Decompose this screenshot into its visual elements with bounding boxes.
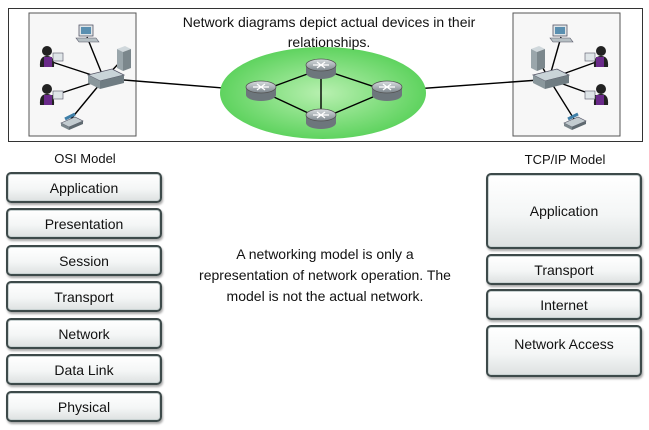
user-icon (39, 46, 64, 67)
osi-layer-session[interactable]: Session (6, 245, 162, 276)
switch-icon (531, 68, 571, 89)
tcpip-layer-transport[interactable]: Transport (486, 254, 642, 285)
osi-layer-network[interactable]: Network (6, 318, 162, 349)
tcpip-layer-internet[interactable]: Internet (486, 289, 642, 320)
osi-model-title: OSI Model (54, 151, 116, 166)
user-icon (584, 84, 609, 105)
osi-layer-data-link[interactable]: Data Link (6, 354, 162, 385)
osi-layer-application[interactable]: Application (6, 172, 162, 203)
ip-phone-icon (60, 112, 84, 130)
network-diagram (28, 12, 621, 139)
user-icon (584, 46, 609, 67)
osi-layer-physical[interactable]: Physical (6, 391, 162, 422)
server-icon (531, 46, 545, 71)
switch-icon (86, 68, 126, 89)
router-icon (245, 80, 277, 101)
osi-layer-transport[interactable]: Transport (6, 281, 162, 312)
tcpip-layer-network-access[interactable]: Network Access (486, 325, 642, 377)
router-icon (305, 108, 337, 129)
network-diagram-panel: Network diagrams depict actual devices i… (8, 8, 643, 142)
diagram-caption: Network diagrams depict actual devices i… (182, 14, 476, 50)
user-icon (39, 84, 64, 105)
pc-icon (549, 24, 574, 43)
router-icon (371, 80, 403, 101)
osi-layer-presentation[interactable]: Presentation (6, 208, 162, 239)
tcpip-model-title: TCP/IP Model (524, 152, 606, 167)
model-note: A networking model is only a representat… (199, 246, 451, 304)
pc-icon (75, 24, 100, 43)
ip-phone-icon (563, 112, 587, 130)
server-icon (117, 46, 131, 71)
router-icon (305, 58, 337, 79)
tcpip-layer-application[interactable]: Application (486, 173, 642, 249)
network-cloud (220, 47, 426, 139)
